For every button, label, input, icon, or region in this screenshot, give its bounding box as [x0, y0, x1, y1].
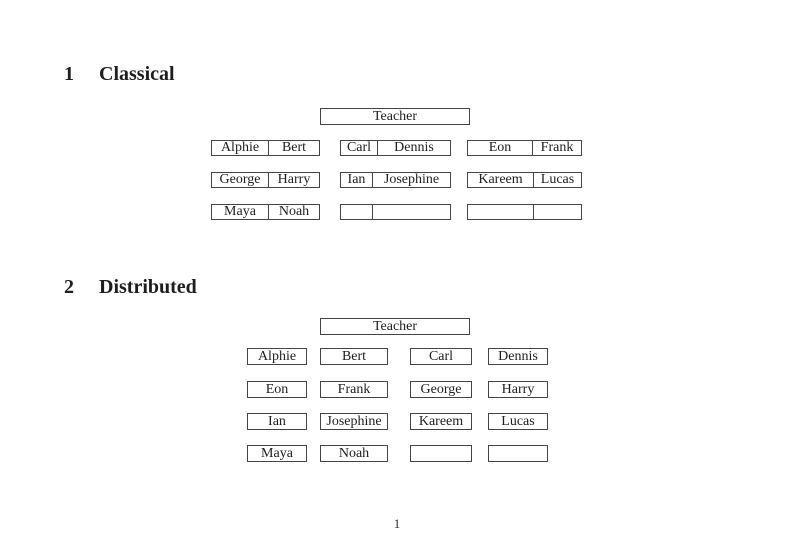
desk-maya-noah: Maya Noah — [211, 204, 320, 220]
teacher-box-classical: Teacher — [320, 108, 470, 125]
seat-kareem: Kareem — [410, 413, 472, 430]
seat-noah: Noah — [320, 445, 388, 462]
desk-alphie-bert: Alphie Bert — [211, 140, 320, 156]
desk-seat: George — [212, 173, 269, 187]
desk-empty-2 — [467, 204, 582, 220]
desk-seat — [341, 205, 373, 219]
desk-seat: Frank — [540, 141, 574, 155]
desk-seat — [534, 205, 581, 219]
desk-seat: Harry — [277, 173, 311, 187]
seat-empty-1 — [410, 445, 472, 462]
seat-eon: Eon — [247, 381, 307, 398]
desk-seat: Noah — [278, 205, 310, 219]
teacher-box-distributed: Teacher — [320, 318, 470, 335]
seat-maya: Maya — [247, 445, 307, 462]
desk-seat: Lucas — [540, 173, 575, 187]
desk-empty-1 — [340, 204, 451, 220]
section-1-title: Classical — [99, 63, 175, 85]
seat-george: George — [410, 381, 472, 398]
seat-ian: Ian — [247, 413, 307, 430]
seat-lucas: Lucas — [488, 413, 548, 430]
desk-seat: Ian — [341, 173, 373, 187]
desk-seat: Eon — [468, 141, 533, 155]
desk-seat: Alphie — [212, 141, 269, 155]
seat-empty-2 — [488, 445, 548, 462]
seat-frank: Frank — [320, 381, 388, 398]
desk-kareem-lucas: Kareem Lucas — [467, 172, 582, 188]
section-2-number: 2 — [64, 276, 74, 298]
section-1-heading: 1 Classical — [64, 62, 175, 86]
section-2-title: Distributed — [99, 276, 197, 298]
seat-harry: Harry — [488, 381, 548, 398]
desk-seat: Kareem — [468, 173, 534, 187]
desk-george-harry: George Harry — [211, 172, 320, 188]
desk-seat: Carl — [341, 141, 378, 155]
desk-ian-josephine: Ian Josephine — [340, 172, 451, 188]
section-2-heading: 2 Distributed — [64, 275, 197, 299]
seat-bert: Bert — [320, 348, 388, 365]
desk-eon-frank: Eon Frank — [467, 140, 582, 156]
desk-seat: Bert — [281, 141, 307, 155]
desk-seat — [468, 205, 534, 219]
desk-seat — [373, 205, 450, 219]
desk-seat: Maya — [212, 205, 269, 219]
desk-seat: Dennis — [394, 141, 434, 155]
seat-carl: Carl — [410, 348, 472, 365]
seat-josephine: Josephine — [320, 413, 388, 430]
section-1-number: 1 — [64, 63, 74, 85]
seat-alphie: Alphie — [247, 348, 307, 365]
page-number: 1 — [393, 516, 401, 531]
seat-dennis: Dennis — [488, 348, 548, 365]
desk-seat: Josephine — [383, 173, 440, 187]
desk-carl-dennis: Carl Dennis — [340, 140, 451, 156]
